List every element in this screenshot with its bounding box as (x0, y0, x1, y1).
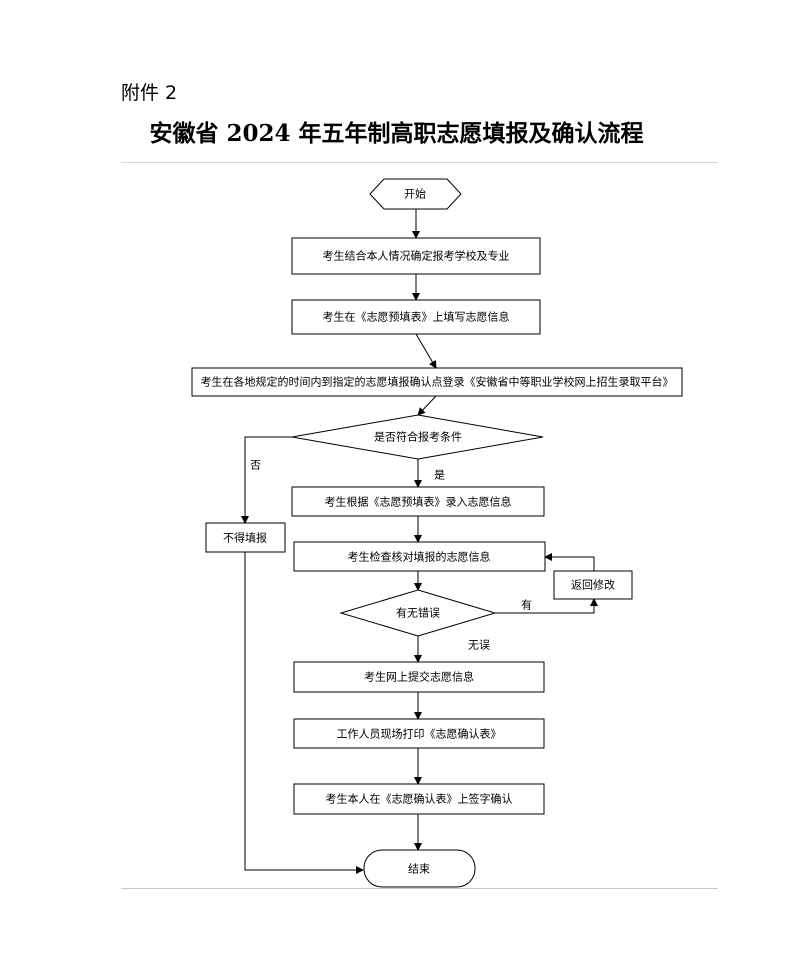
yes-branch-label: 是 (434, 469, 445, 482)
step2-box (291, 299, 541, 335)
attachment-label: 附件 2 (121, 82, 178, 104)
start-node (369, 178, 462, 210)
bottom-divider (121, 888, 718, 889)
decision2-diamond (339, 589, 497, 637)
step8-label: 考生本人在《志愿确认表》上签字确认 (326, 792, 513, 806)
step7-label: 工作人员现场打印《志愿确认表》 (337, 727, 502, 741)
decision1-diamond (291, 414, 544, 460)
step4-box (291, 486, 545, 517)
decision2-label: 有无错误 (396, 606, 440, 620)
arrow-decision1-reject (241, 436, 292, 524)
connectors (241, 209, 598, 874)
modify-label: 返回修改 (571, 578, 615, 592)
step6-box (293, 661, 545, 693)
step2-label: 考生在《志愿预填表》上填写志愿信息 (323, 310, 510, 324)
no-branch-label: 否 (250, 459, 261, 472)
arrow-reject-end (244, 552, 364, 874)
step1-label: 考生结合本人情况确定报考学校及专业 (323, 249, 510, 263)
step7-box (293, 718, 545, 749)
step6-label: 考生网上提交志愿信息 (364, 670, 474, 684)
has-error-branch-label: 有 (521, 598, 532, 612)
no-error-branch-label: 无误 (468, 639, 490, 652)
step5-box (293, 541, 546, 572)
page-title: 安徽省 2024 年五年制高职志愿填报及确认流程 (149, 120, 644, 147)
arrow-step3-decision1 (417, 395, 437, 416)
end-label: 结束 (408, 863, 430, 876)
step3-box (191, 367, 683, 397)
decision1-label: 是否符合报考条件 (374, 430, 462, 444)
step3-label: 考生在各地规定的时间内到指定的志愿填报确认点登录《安徽省中等职业学校网上招生录取… (201, 375, 674, 389)
step5-label: 考生检查核对填报的志愿信息 (348, 550, 491, 564)
start-label: 开始 (404, 187, 426, 201)
modify-box (553, 570, 633, 600)
step1-box (291, 237, 541, 275)
arrow-step2-step3 (415, 333, 437, 369)
step4-label: 考生根据《志愿预填表》录入志愿信息 (325, 495, 512, 509)
arrow-modify-step5 (544, 553, 595, 571)
reject-label: 不得填报 (223, 531, 267, 545)
reject-box (205, 522, 286, 553)
end-node (363, 849, 476, 888)
step8-box (293, 783, 545, 815)
top-divider (121, 162, 718, 163)
arrow-decision2-modify (495, 598, 598, 614)
